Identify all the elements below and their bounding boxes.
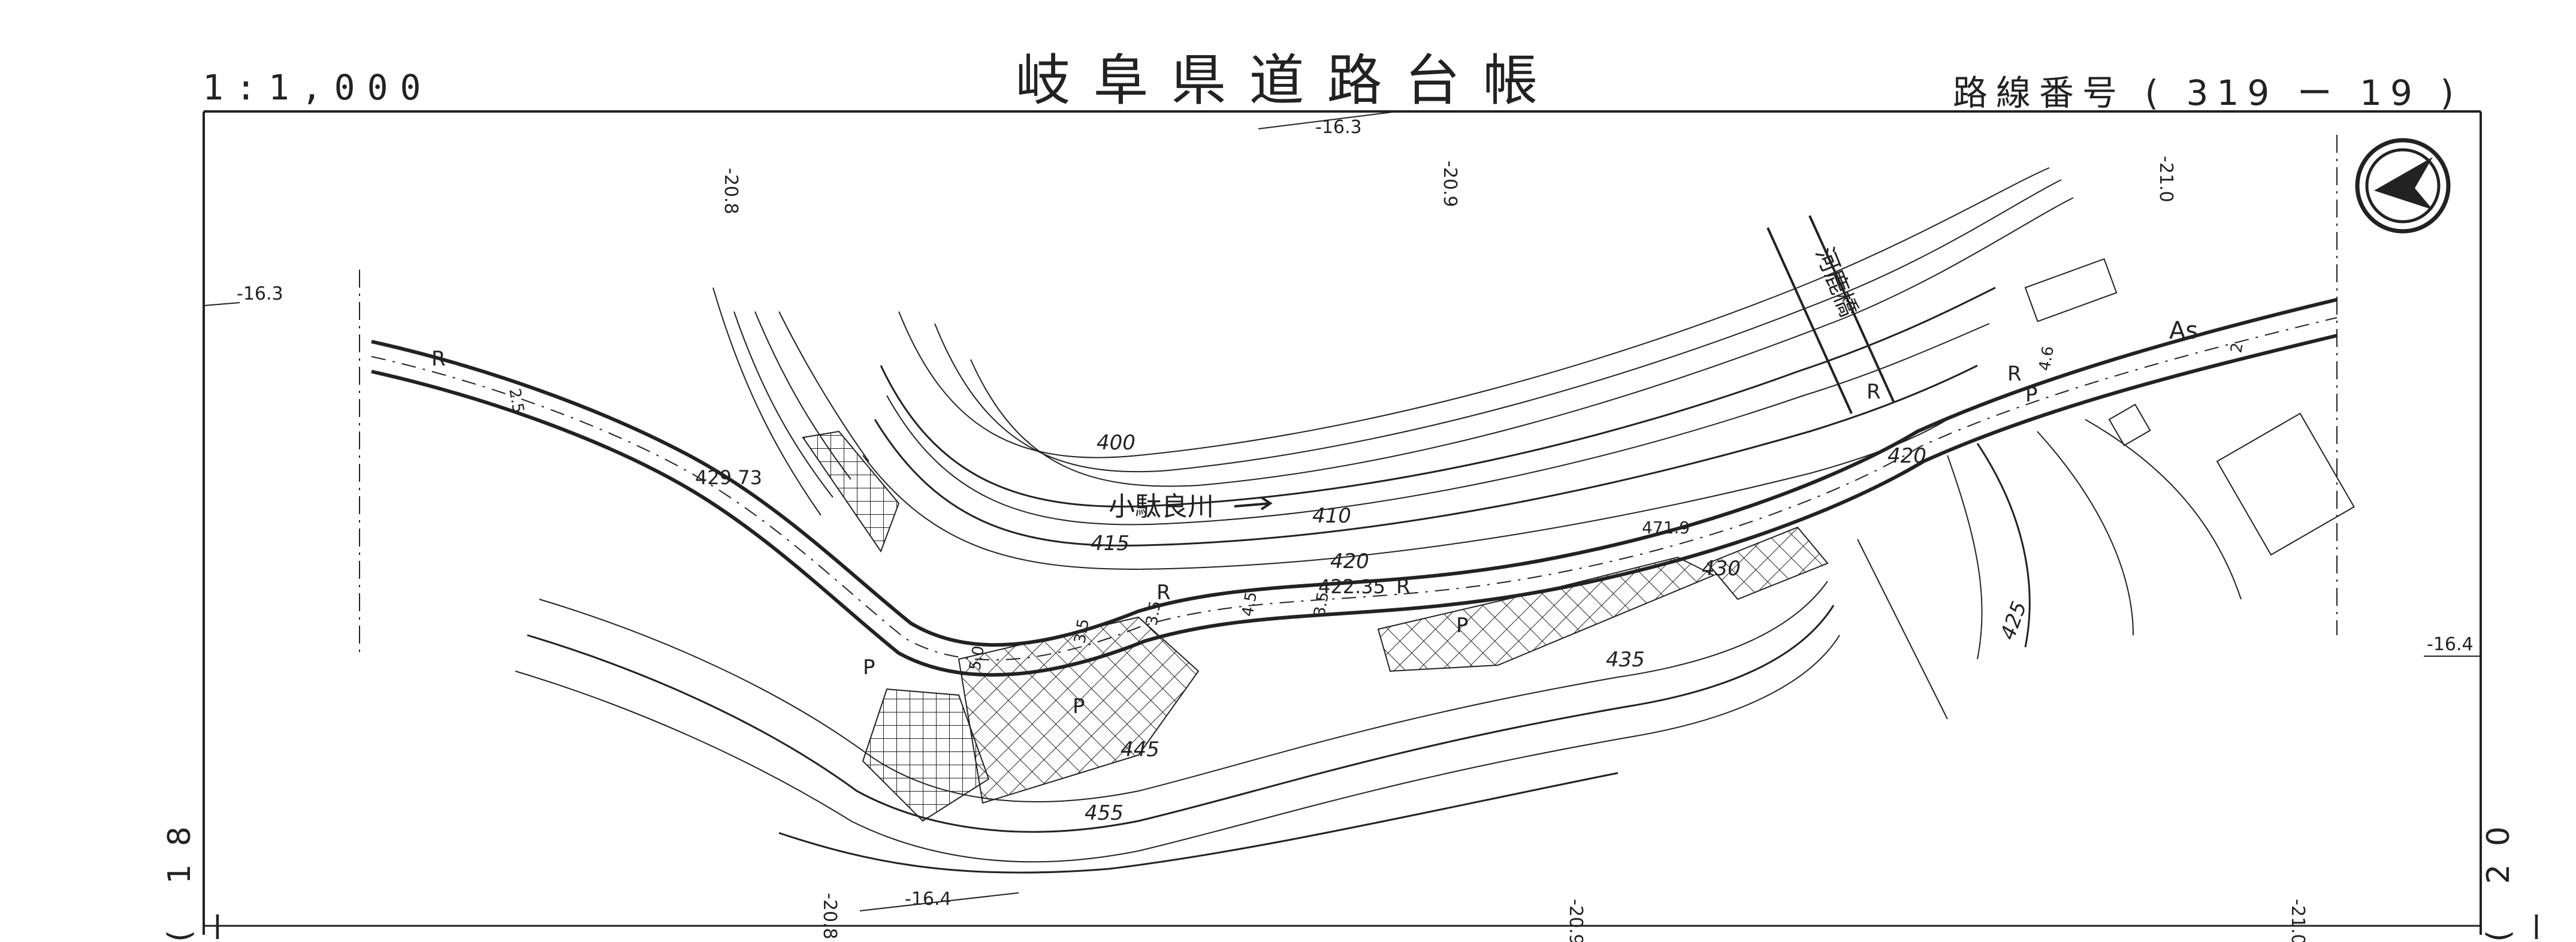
width-2: 5.0 [966,644,988,672]
map-title: 岐阜県道路台帳 [1015,49,1561,113]
spot-height-2: 422.35 [1318,575,1385,598]
route-label: 路線番号 [1953,73,2126,113]
mark-p-3: P [1456,614,1469,638]
coord-bottom-2: -16.4 [905,889,952,910]
coord-bottom-1: -20.8 [819,893,840,940]
coord-right-1: -16.4 [2427,634,2474,655]
surface-code: As [2169,317,2198,345]
route-number: 路線番号 ( 319 ー 19 ) [1953,65,2462,115]
mark-r-4: R [1867,380,1881,404]
mark-r-2: R [1156,581,1171,605]
coord-top-1: -20.8 [720,168,741,215]
width-4: 3.5 [1143,599,1165,627]
prefectural-road [371,298,2338,677]
width-1: 2.5 [505,387,527,415]
river-name: 小駄良川 [1109,491,1214,522]
width-3: 3.5 [1071,617,1093,645]
coord-bottom-3: -20.9 [1565,899,1586,942]
mark-r-1: R [431,347,446,371]
mark-r-5: R [2007,362,2022,386]
width-6: 3.5 [1310,590,1333,618]
slope-hatch-center [958,616,1200,804]
coord-top-2: -16.3 [1315,117,1362,138]
contour-400: 400 [1097,431,1136,455]
slope-hatch-end [1707,526,1829,600]
retaining-wall-hatch [802,430,900,553]
spot-height-1: 429.73 [695,466,762,489]
buildings [2024,258,2355,556]
mark-p-2: P [1073,695,1085,718]
route-code: ( 319 ー 19 ) [2145,73,2462,113]
coord-left-1: -16.3 [237,283,283,304]
contour-420: 420 [1330,550,1369,573]
map-scale: 1:1,000 [203,67,433,108]
contour-410: 410 [1312,504,1351,528]
contour-415: 415 [1091,532,1130,555]
river-contours [712,167,2074,570]
bridge-label: 河鹿橋 [1810,244,1863,321]
width-5: 4.5 [1239,590,1261,618]
coord-tick-top [1258,110,1403,129]
contour-430: 430 [1702,557,1741,581]
slope-hatch-lower [862,688,990,822]
coord-tick-bottom [859,892,1019,911]
spot-height-3: 471.9 [1642,518,1690,538]
contour-455: 455 [1085,801,1124,825]
contour-435: 435 [1606,648,1645,672]
contour-445: 445 [1121,738,1159,762]
coord-top-4: -21.0 [2155,156,2176,203]
mark-p-1: P [863,656,875,680]
mark-r-3: R [1396,575,1411,599]
mark-p-4: P [2025,383,2038,407]
lower-contours [515,419,2242,874]
width-7: 4.6 [2036,345,2058,372]
north-arrow-icon [2355,138,2451,234]
coord-bottom-4: -21.0 [2287,899,2308,942]
coord-tick-left [203,302,240,306]
width-8: 2 [2227,342,2246,355]
slope-hatch-right [1377,556,1716,672]
coord-top-3: -20.9 [1439,161,1460,207]
contour-420-right: 420 [1888,444,1926,468]
